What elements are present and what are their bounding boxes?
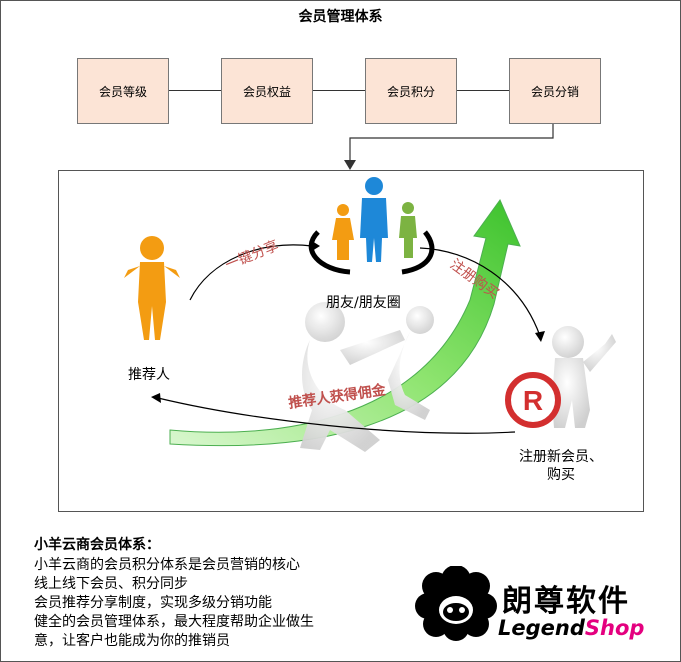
connector-line	[457, 90, 509, 91]
arrowhead	[535, 331, 545, 342]
level-box-points: 会员积分	[365, 58, 457, 124]
brand-name-en: LegendShop	[498, 616, 644, 640]
description-line: 健全的会员管理体系，最大程度帮助企业做生	[34, 614, 314, 630]
page-title: 会员管理体系	[298, 9, 383, 25]
level-box-distribution: 会员分销	[509, 58, 601, 124]
brand-name-en-part1: Legend	[498, 616, 585, 640]
new-member-label-line1: 注册新会员、	[519, 449, 603, 465]
new-member-label-line2: 购买	[547, 467, 575, 483]
sheep-logo-icon	[415, 566, 497, 641]
connector-line	[169, 90, 221, 91]
arrowhead	[151, 393, 161, 403]
connector-line	[313, 90, 365, 91]
flow-arrows	[157, 244, 541, 434]
level-box-rights: 会员权益	[221, 58, 313, 124]
recommender-label: 推荐人	[128, 367, 170, 383]
orange-person-icon	[332, 204, 354, 260]
description-line: 线上线下会员、积分同步	[34, 576, 188, 592]
running-figures-image	[300, 302, 434, 452]
green-person-icon	[399, 202, 417, 258]
description-line: 意，让客户也能成为你的推销员	[34, 633, 230, 649]
brand-name-en-part2: Shop	[584, 616, 645, 640]
friends-label: 朋友/朋友圈	[326, 295, 401, 311]
friends-figures	[308, 177, 435, 275]
growth-arrow	[169, 198, 521, 447]
level-box-grade: 会员等级	[77, 58, 169, 124]
brand-name-cn: 朗尊软件	[502, 584, 630, 619]
description-heading: 小羊云商会员体系：	[34, 537, 160, 553]
arrowhead	[312, 241, 320, 251]
recommender-figure	[124, 236, 180, 340]
new-member-figure: R	[505, 326, 616, 428]
blue-person-icon	[360, 177, 388, 262]
description-line: 小羊云商的会员积分体系是会员营销的核心	[34, 557, 300, 573]
description-line: 会员推荐分享制度，实现多级分销功能	[34, 595, 272, 611]
registered-r-icon: R	[523, 385, 543, 416]
